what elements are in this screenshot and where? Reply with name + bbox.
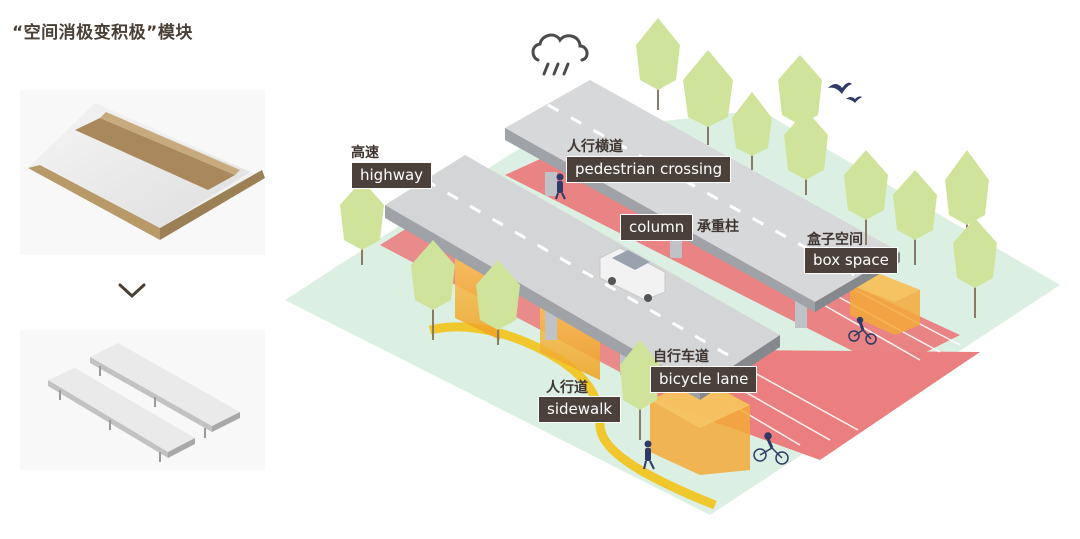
sidewalk-label-cn: 人行道 bbox=[546, 380, 588, 396]
column-label: column bbox=[620, 214, 694, 241]
trees bbox=[340, 18, 997, 440]
bicycle-lane-label-cn: 自行车道 bbox=[653, 349, 709, 365]
pedestrian-icon bbox=[555, 173, 655, 470]
bicycle-lane-label: bicycle lane bbox=[650, 366, 758, 393]
module-before-illustration bbox=[20, 90, 265, 255]
sidewalk-label: sidewalk bbox=[538, 396, 622, 423]
birds-icon bbox=[828, 82, 862, 103]
cyclist-icon bbox=[753, 316, 877, 465]
pedestrian-crossing-label-cn: 人行横道 bbox=[567, 139, 623, 155]
page-title: “空间消极变积极”模块 bbox=[12, 23, 193, 43]
box-space-label-cn: 盒子空间 bbox=[807, 232, 863, 248]
rain-cloud-icon bbox=[531, 33, 589, 76]
chevron-down-icon bbox=[118, 283, 146, 299]
column-label-cn: 承重柱 bbox=[697, 219, 739, 235]
highway-label: highway bbox=[351, 162, 433, 189]
highway-label-cn: 高速 bbox=[351, 145, 379, 161]
car-icon bbox=[599, 247, 666, 302]
module-after-illustration bbox=[20, 330, 265, 470]
box-space-label: box space bbox=[804, 247, 898, 274]
pedestrian-crossing-label: pedestrian crossing bbox=[566, 156, 732, 183]
